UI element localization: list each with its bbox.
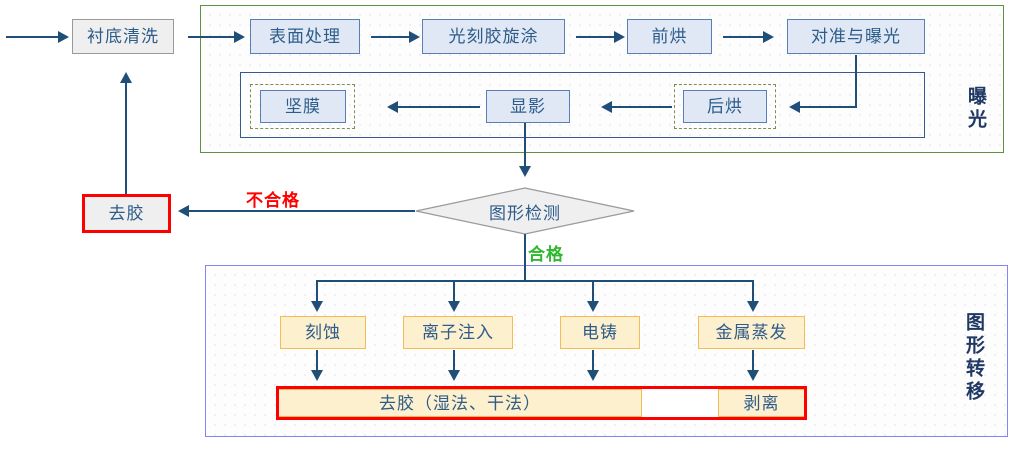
bus-drop-electroform-arrowhead: [587, 301, 599, 312]
node-hard-bake[interactable]: 坚膜: [260, 90, 346, 123]
node-electroforming[interactable]: 电铸: [560, 316, 640, 349]
bus-drop-etch: [316, 280, 318, 306]
transfer-region-label: 图形转移: [963, 312, 984, 404]
node-ion-implantation[interactable]: 离子注入: [403, 316, 513, 349]
bus-drop-electroform: [592, 280, 594, 306]
node-develop[interactable]: 显影: [486, 90, 570, 123]
node-post-bake[interactable]: 后烘: [683, 90, 767, 123]
postbake-to-develop-line: [612, 106, 672, 108]
pattern-inspection-label: 图形检测: [489, 203, 561, 223]
strip-to-clean-arrowhead: [120, 72, 132, 83]
implant-to-strip-arrowhead: [448, 370, 460, 381]
bus-drop-implant: [453, 280, 455, 306]
electroform-to-strip-line: [592, 350, 594, 373]
surface-to-spin-arrowhead: [409, 31, 420, 43]
spin-to-prebake-arrowhead: [614, 31, 625, 43]
entry-line: [6, 36, 60, 38]
node-strip-resist[interactable]: 去胶: [82, 194, 171, 233]
evaporation-to-liftoff-line: [752, 350, 754, 373]
node-lift-off[interactable]: 剥离: [718, 389, 804, 417]
align-down-line: [855, 55, 857, 108]
exposure-feedback-frame: [240, 72, 925, 138]
pass-branch-label: 合格: [528, 245, 564, 264]
pass-branch-line: [524, 234, 526, 282]
electroform-to-strip-arrowhead: [587, 370, 599, 381]
prebake-to-align-arrowhead: [763, 31, 774, 43]
bus-drop-evaporation: [752, 280, 754, 306]
etch-to-strip-line: [316, 350, 318, 373]
hard-bake-dashed-frame: [250, 84, 355, 129]
strip-to-clean-line: [125, 82, 127, 194]
clean-to-surface-arrowhead: [234, 31, 245, 43]
fail-branch-arrowhead: [178, 205, 189, 217]
bus-drop-implant-arrowhead: [448, 301, 460, 312]
develop-to-hardbake-line: [398, 106, 480, 108]
node-etching[interactable]: 刻蚀: [280, 316, 366, 349]
node-substrate-clean[interactable]: 衬底清洗: [72, 19, 174, 54]
evaporation-to-liftoff-arrowhead: [747, 370, 759, 381]
postbake-to-develop-arrowhead: [601, 101, 612, 113]
post-bake-dashed-frame: [674, 84, 776, 129]
bus-drop-etch-arrowhead: [311, 301, 323, 312]
distribution-bus-line: [316, 280, 753, 282]
node-surface-treatment[interactable]: 表面处理: [250, 19, 360, 54]
bus-drop-evaporation-arrowhead: [747, 301, 759, 312]
exposure-region-label: 曝光: [965, 86, 986, 132]
surface-to-spin-line: [371, 36, 411, 38]
prebake-to-align-line: [723, 36, 765, 38]
entry-arrowhead: [58, 31, 69, 43]
clean-to-surface-line: [188, 36, 236, 38]
exposure-to-inspection-line: [524, 123, 526, 173]
node-strip-wet-dry[interactable]: 去胶（湿法、干法）: [279, 389, 642, 417]
fail-branch-label: 不合格: [246, 191, 300, 210]
exposure-to-inspection-arrowhead: [519, 166, 531, 177]
spin-to-prebake-line: [576, 36, 616, 38]
node-metal-evaporation[interactable]: 金属蒸发: [698, 316, 805, 349]
fail-branch-line: [189, 210, 415, 212]
node-pattern-inspection[interactable]: 图形检测: [415, 187, 635, 235]
node-pre-bake[interactable]: 前烘: [627, 19, 712, 54]
node-align-expose[interactable]: 对准与曝光: [787, 19, 925, 54]
align-to-postbake-arrowhead: [789, 101, 800, 113]
node-photoresist-spin[interactable]: 光刻胶旋涂: [422, 19, 565, 54]
develop-to-hardbake-arrowhead: [387, 101, 398, 113]
align-to-postbake-line: [800, 106, 857, 108]
etch-to-strip-arrowhead: [311, 370, 323, 381]
implant-to-strip-line: [453, 350, 455, 373]
